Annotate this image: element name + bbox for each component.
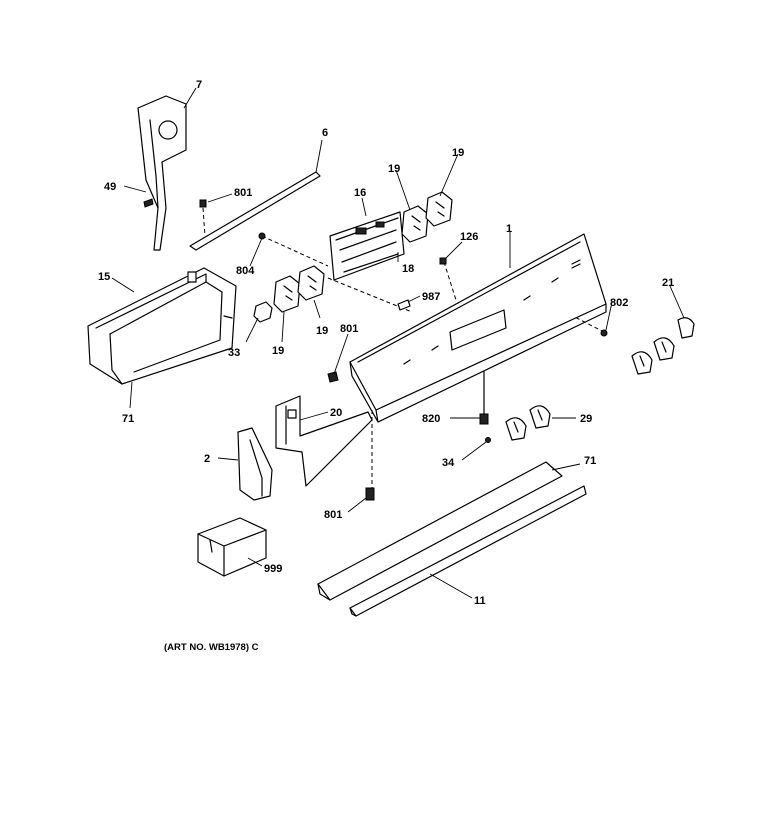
callout-71-right: 71: [584, 455, 596, 467]
part-side-bracket-20: [275, 395, 373, 487]
part-switch-33: [253, 301, 273, 323]
callout-19-lower-a: 19: [272, 345, 284, 357]
part-bracket-7: [137, 95, 187, 251]
callout-801-top: 801: [234, 187, 252, 199]
callout-804: 804: [236, 265, 255, 277]
callout-19-lower-b: 19: [316, 325, 328, 337]
part-knob-pair-21: [631, 337, 675, 375]
part-knob-pair-29: [505, 405, 551, 441]
callout-987: 987: [422, 291, 440, 303]
part-screw-801-bottom: [365, 487, 375, 501]
part-control-board-16: [329, 211, 405, 281]
callout-labels: 7 6 49 801 16 19 19 126 1 15 804 18 987 …: [98, 79, 674, 607]
callout-802: 802: [610, 297, 628, 309]
callout-126: 126: [460, 231, 478, 243]
callout-801-bottom: 801: [324, 509, 342, 521]
leader-lines: [111, 87, 685, 599]
part-trim-71-lower: [317, 461, 563, 601]
part-end-panel-15: [87, 267, 237, 385]
callout-16: 16: [354, 187, 366, 199]
callout-2: 2: [204, 453, 210, 465]
part-knob-21: [677, 317, 695, 339]
callout-29: 29: [580, 413, 592, 425]
callout-19-upper-b: 19: [452, 147, 464, 159]
part-screw-820: [479, 371, 489, 425]
callout-1: 1: [506, 223, 512, 235]
callout-21: 21: [662, 277, 674, 289]
part-screw-126: [439, 257, 447, 265]
part-switch-19-upper-a: [401, 205, 429, 243]
part-switch-19-upper-b: [425, 191, 453, 227]
callout-71-left: 71: [122, 413, 134, 425]
part-switch-19-lower-b: [297, 265, 325, 301]
callout-33: 33: [228, 347, 240, 359]
art-number-label: (ART NO. WB1978) C: [164, 642, 259, 653]
part-screw-49: [143, 198, 154, 208]
part-802: [600, 329, 608, 337]
part-box-999: [197, 517, 267, 577]
callout-18: 18: [402, 263, 414, 275]
callout-6: 6: [322, 127, 328, 139]
callout-34: 34: [442, 457, 455, 469]
part-screw-801-middle: [327, 371, 339, 383]
part-34: [485, 437, 491, 443]
callout-7: 7: [196, 79, 202, 91]
part-rod-6: [189, 171, 321, 251]
part-control-panel-1: [349, 233, 607, 423]
callout-19-upper-a: 19: [388, 163, 400, 175]
callout-11: 11: [474, 595, 486, 607]
part-trim-11: [349, 485, 587, 617]
callout-999: 999: [264, 563, 282, 575]
callout-820: 820: [422, 413, 440, 425]
part-end-cap-2: [237, 427, 273, 501]
callout-20: 20: [330, 407, 342, 419]
callout-15: 15: [98, 271, 110, 283]
part-987: [397, 299, 411, 311]
part-screw-801-top: [199, 199, 207, 237]
callout-801-middle: 801: [340, 323, 358, 335]
callout-49: 49: [104, 181, 116, 193]
part-switch-19-lower-a: [273, 275, 301, 313]
